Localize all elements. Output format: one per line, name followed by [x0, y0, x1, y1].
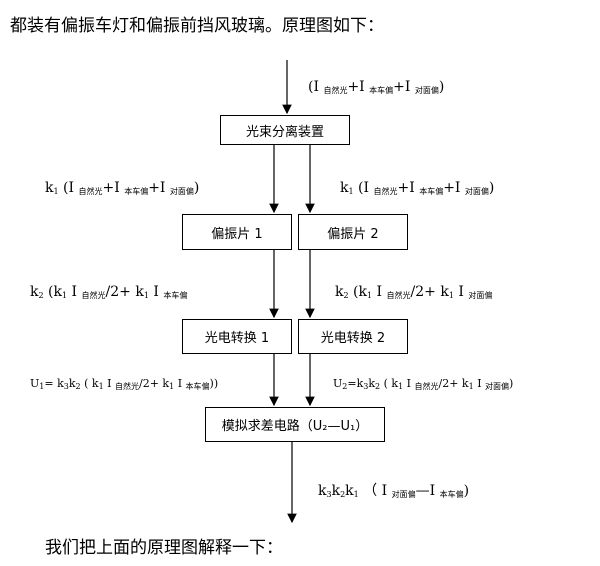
label-branch-right: k1 (I 自然光+I 本车偏+I 对面偏) [340, 180, 495, 196]
label-left-after-polarizer: k2 (k1 I 自然光/2+ k1 I 本车偏 [30, 284, 188, 300]
outro-text: 我们把上面的原理图解释一下： [45, 538, 283, 558]
intro-text: 都装有偏振车灯和偏振前挡风玻璃。原理图如下： [10, 16, 384, 36]
label-branch-left: k1 (I 自然光+I 本车偏+I 对面偏) [45, 180, 200, 196]
label-input: (I 自然光+I 本车偏+I 对面偏) [308, 79, 445, 95]
box-polarizer-1: 偏振片 1 [182, 214, 292, 250]
box-polarizer-2: 偏振片 2 [298, 214, 408, 250]
label-right-after-polarizer: k2 (k1 I 自然光/2+ k1 I 对面偏 [335, 284, 493, 300]
box-beam-splitter: 光束分离装置 [220, 115, 350, 145]
label-u2: U2=k3k2 ( k1 I 自然光/2+ k1 I 对面偏) [333, 377, 514, 391]
box-converter-2: 光电转换 2 [298, 319, 408, 354]
label-output: k3k2k1 （ I 对面偏—I 本车偏) [318, 483, 470, 499]
label-u1: U1= k3k2 ( k1 I 自然光/2+ k1 I 本车偏)) [30, 377, 219, 391]
box-converter-1: 光电转换 1 [182, 319, 292, 354]
box-subtractor: 模拟求差电路（U₂—U₁） [205, 407, 385, 442]
